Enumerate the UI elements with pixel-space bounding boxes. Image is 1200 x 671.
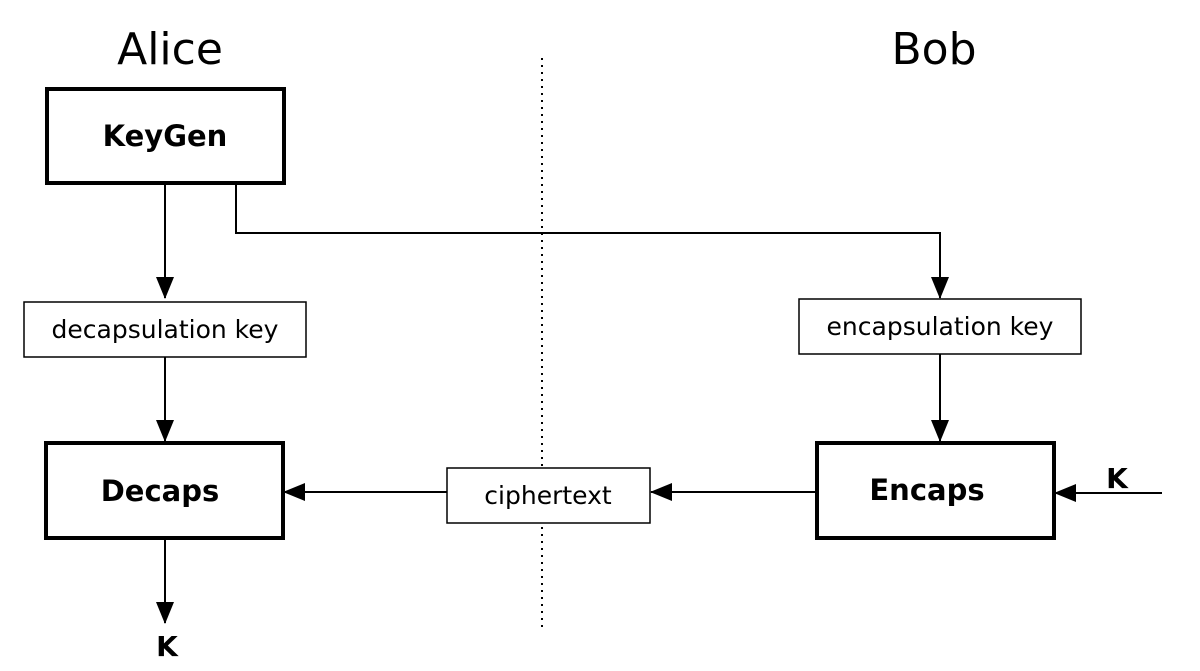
encaps-box: Encaps	[815, 441, 1056, 540]
decapsulation-key-label: decapsulation key	[52, 315, 279, 344]
encapsulation-key-label: encapsulation key	[827, 312, 1054, 341]
alice-label: Alice	[117, 24, 223, 75]
keygen-label: KeyGen	[103, 119, 228, 153]
ciphertext-box: ciphertext	[446, 467, 651, 524]
encapsulation-key-box: encapsulation key	[798, 298, 1082, 355]
decaps-box: Decaps	[44, 441, 285, 540]
arrow-keygen-to-encapsulation-key	[235, 183, 949, 299]
decaps-label: Decaps	[101, 474, 220, 508]
alice-key-output: K	[156, 630, 179, 663]
bob-key-output: K	[1106, 462, 1129, 495]
keygen-box: KeyGen	[45, 87, 286, 185]
decapsulation-key-box: decapsulation key	[23, 301, 307, 358]
ciphertext-label: ciphertext	[484, 481, 612, 510]
bob-label: Bob	[891, 24, 976, 75]
encaps-label: Encaps	[869, 473, 984, 507]
